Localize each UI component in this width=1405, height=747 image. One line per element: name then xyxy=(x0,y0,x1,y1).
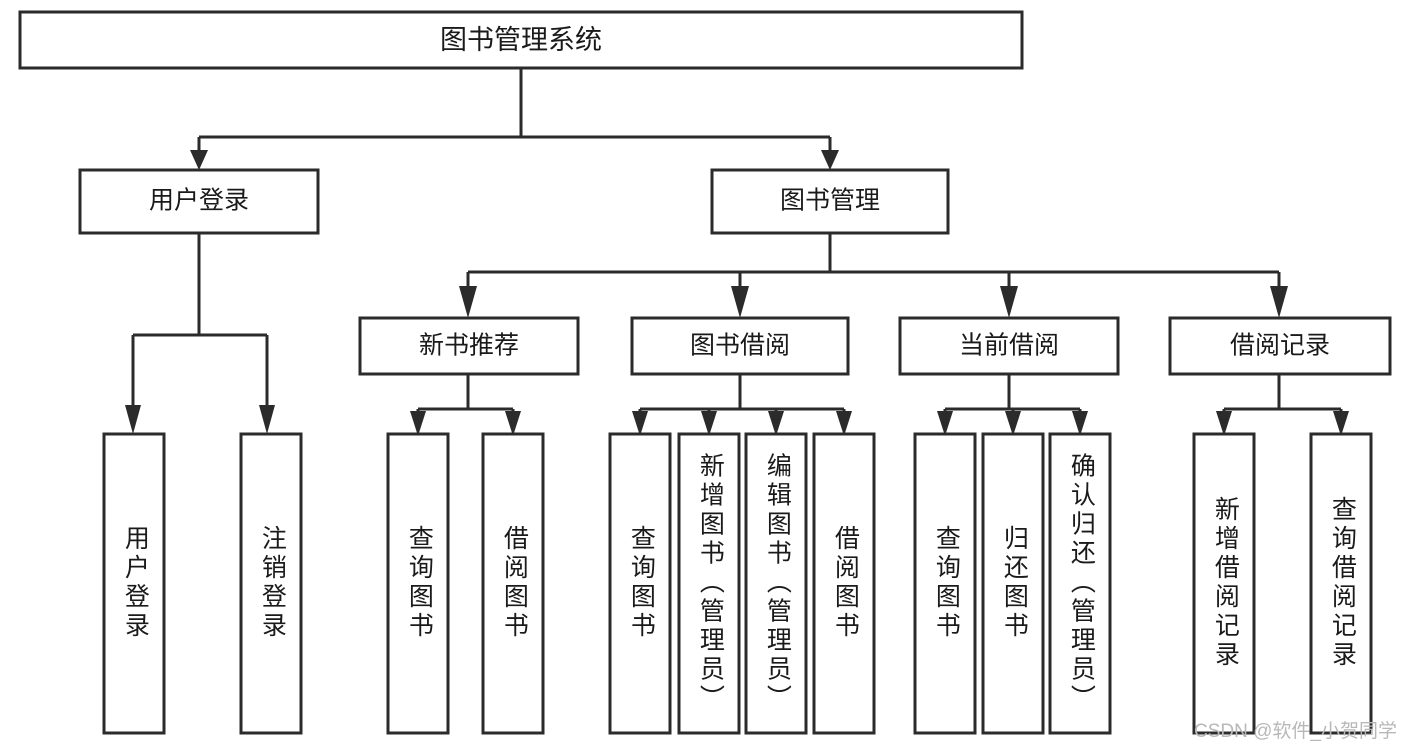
node-leaf-book-borrow-2[interactable]: 新增图书（管理员） xyxy=(677,432,741,735)
node-borrow-record-label: 借阅记录 xyxy=(1230,332,1330,360)
node-book-management-box[interactable] xyxy=(710,168,950,235)
node-book-borrow-box[interactable] xyxy=(630,316,850,376)
node-leaf-borrow-record-1-label: 新增借阅记录 xyxy=(1211,496,1240,670)
arrow-head-borrow-record xyxy=(1270,286,1288,318)
node-leaf-current-borrow-3-box[interactable] xyxy=(1048,432,1112,735)
arrow-head-book-borrow-leaf-4 xyxy=(836,411,852,436)
arrow-head-current-borrow xyxy=(1000,286,1018,318)
node-user-login[interactable]: 用户登录 xyxy=(78,168,320,235)
node-leaf-user-login-1-box[interactable] xyxy=(102,432,166,735)
arrow-head-new-book xyxy=(459,286,477,318)
node-leaf-new-book-2-box[interactable] xyxy=(481,432,545,735)
arrow-head-current-borrow-leaf-1 xyxy=(937,411,953,436)
node-root-label: 图书管理系统 xyxy=(440,25,602,55)
arrow-head-current-borrow-leaf-3 xyxy=(1072,411,1088,436)
node-leaf-current-borrow-2-label: 归还图书 xyxy=(1000,525,1029,641)
arrow-head-book-borrow-leaf-1 xyxy=(632,411,648,436)
node-leaf-borrow-record-2[interactable]: 查询借阅记录 xyxy=(1309,432,1373,735)
node-leaf-new-book-1-box[interactable] xyxy=(386,432,450,735)
node-new-book-recommend-label: 新书推荐 xyxy=(419,332,519,360)
node-leaf-current-borrow-2[interactable]: 归还图书 xyxy=(981,432,1045,735)
node-new-book-recommend[interactable]: 新书推荐 xyxy=(358,316,580,376)
arrow-head-book-mgmt xyxy=(821,150,839,170)
node-leaf-book-borrow-1-box[interactable] xyxy=(608,432,672,735)
node-current-borrow-label: 当前借阅 xyxy=(959,332,1059,360)
node-leaf-new-book-2-label: 借阅图书 xyxy=(500,525,529,641)
arrow-head-new-book-leaf-1 xyxy=(410,411,426,436)
node-leaf-book-borrow-4-label: 借阅图书 xyxy=(831,525,860,641)
arrow-head-borrow-record-leaf-2 xyxy=(1333,411,1349,436)
connector-layer xyxy=(125,68,1349,436)
node-leaf-book-borrow-4-box[interactable] xyxy=(812,432,876,735)
node-book-borrow-label: 图书借阅 xyxy=(690,332,790,360)
node-leaf-book-borrow-3-label: 编辑图书（管理员） xyxy=(763,453,792,714)
node-leaf-book-borrow-1[interactable]: 查询图书 xyxy=(608,432,672,735)
node-leaf-current-borrow-3-label: 确认归还（管理员） xyxy=(1067,453,1096,714)
node-leaf-user-login-2-box[interactable] xyxy=(239,432,303,735)
node-leaf-book-borrow-3[interactable]: 编辑图书（管理员） xyxy=(744,432,808,735)
arrow-head-book-borrow-leaf-2 xyxy=(701,411,717,436)
node-leaf-current-borrow-3[interactable]: 确认归还（管理员） xyxy=(1048,432,1112,735)
node-leaf-borrow-record-1[interactable]: 新增借阅记录 xyxy=(1192,432,1256,735)
arrow-head-new-book-leaf-2 xyxy=(505,411,521,436)
node-leaf-current-borrow-1[interactable]: 查询图书 xyxy=(913,432,977,735)
node-borrow-record[interactable]: 借阅记录 xyxy=(1168,316,1392,376)
node-leaf-book-borrow-2-box[interactable] xyxy=(677,432,741,735)
node-root-box[interactable] xyxy=(18,10,1024,70)
arrow-head-user-login-leaf-1 xyxy=(125,405,141,434)
node-leaf-current-borrow-1-label: 查询图书 xyxy=(932,525,961,641)
node-root[interactable]: 图书管理系统 xyxy=(18,10,1024,70)
node-current-borrow[interactable]: 当前借阅 xyxy=(898,316,1120,376)
node-leaf-book-borrow-3-box[interactable] xyxy=(744,432,808,735)
node-leaf-new-book-2[interactable]: 借阅图书 xyxy=(481,432,545,735)
node-book-management-label: 图书管理 xyxy=(780,187,880,215)
arrow-head-book-borrow-leaf-3 xyxy=(768,411,784,436)
node-user-login-label: 用户登录 xyxy=(149,187,249,215)
node-new-book-recommend-box[interactable] xyxy=(358,316,580,376)
node-leaf-current-borrow-1-box[interactable] xyxy=(913,432,977,735)
node-book-borrow[interactable]: 图书借阅 xyxy=(630,316,850,376)
arrow-head-user-login-leaf-2 xyxy=(259,405,275,434)
node-user-login-box[interactable] xyxy=(78,168,320,235)
node-leaf-borrow-record-2-box[interactable] xyxy=(1309,432,1373,735)
node-leaf-user-login-2-label: 注销登录 xyxy=(258,525,287,641)
node-borrow-record-box[interactable] xyxy=(1168,316,1392,376)
arrow-head-book-borrow xyxy=(731,286,749,318)
node-leaf-new-book-1[interactable]: 查询图书 xyxy=(386,432,450,735)
node-leaf-book-borrow-1-label: 查询图书 xyxy=(627,525,656,641)
node-leaf-user-login-2[interactable]: 注销登录 xyxy=(239,432,303,735)
node-leaf-book-borrow-2-label: 新增图书（管理员） xyxy=(696,453,725,714)
node-leaf-current-borrow-2-box[interactable] xyxy=(981,432,1045,735)
node-leaf-book-borrow-4[interactable]: 借阅图书 xyxy=(812,432,876,735)
csdn-watermark: CSDN @软件_小贺同学 xyxy=(1194,721,1397,742)
arrow-head-current-borrow-leaf-2 xyxy=(1005,411,1021,436)
arrow-head-borrow-record-leaf-1 xyxy=(1216,411,1232,436)
node-leaf-user-login-1-label: 用户登录 xyxy=(121,525,150,641)
node-book-management[interactable]: 图书管理 xyxy=(710,168,950,235)
node-leaf-user-login-1[interactable]: 用户登录 xyxy=(102,432,166,735)
node-leaf-borrow-record-1-box[interactable] xyxy=(1192,432,1256,735)
node-current-borrow-box[interactable] xyxy=(898,316,1120,376)
node-leaf-new-book-1-label: 查询图书 xyxy=(405,525,434,641)
node-leaf-borrow-record-2-label: 查询借阅记录 xyxy=(1328,496,1357,670)
arrow-head-user-login xyxy=(190,150,208,170)
